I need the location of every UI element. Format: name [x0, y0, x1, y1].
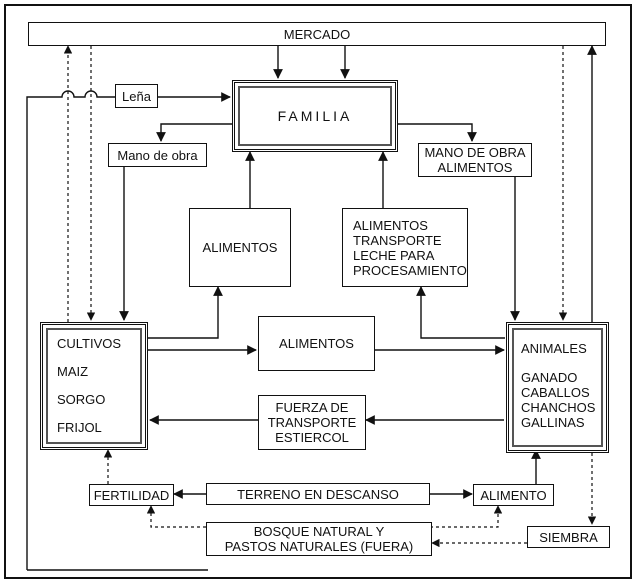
mano-obra-right-box: MANO DE OBRA ALIMENTOS [418, 143, 532, 177]
alimentos-mid-box: ALIMENTOS [258, 316, 375, 371]
bosque-to-alimento-dotted-arrow [430, 505, 503, 528]
animales-to-alimentos-transporte-arrow [416, 286, 505, 339]
bosque-box: BOSQUE NATURAL Y PASTOS NATURALES (FUERA… [206, 522, 432, 556]
terreno-box: TERRENO EN DESCANSO [206, 483, 430, 505]
bosque-to-fertilidad-dotted-arrow [146, 505, 206, 528]
fuerza-box: FUERZA DE TRANSPORTE ESTIERCOL [258, 395, 366, 450]
mano-obra-right-line-2: ALIMENTOS [437, 160, 513, 175]
terreno-label: TERRENO EN DESCANSO [237, 486, 399, 502]
alimentos-transporte-line-4: PROCESAMIENTO [353, 262, 467, 278]
fuerza-line-3: ESTIERCOL [275, 430, 349, 445]
animales-line-4: CHANCHOS [521, 400, 596, 415]
cultivos-line-3: SORGO [57, 392, 106, 407]
animales-line-5: GALLINAS [521, 415, 585, 430]
fuerza-line-1: FUERZA DE [275, 400, 349, 415]
animales-line-1: ANIMALES [521, 341, 587, 356]
alimento-box: ALIMENTO [473, 484, 554, 506]
mano-obra-left-label: Mano de obra [117, 147, 198, 163]
siembra-box: SIEMBRA [527, 526, 610, 548]
mano-obra-right-line-1: MANO DE OBRA [424, 145, 526, 160]
familia-box: FAMILIA [232, 80, 398, 152]
fuerza-line-2: TRANSPORTE [267, 415, 357, 430]
cultivos-line-2: MAIZ [57, 364, 89, 379]
bosque-line-2: PASTOS NATURALES (FUERA) [224, 539, 414, 554]
fertilidad-box: FERTILIDAD [89, 484, 174, 506]
familia-to-mano-obra-right-arrow [398, 123, 477, 142]
alimentos-left-label: ALIMENTOS [202, 240, 278, 255]
cultivos-line-4: FRIJOL [57, 420, 102, 435]
alimentos-transporte-line-2: TRANSPORTE [353, 232, 442, 248]
lena-label: Leña [122, 88, 151, 104]
animales-box: ANIMALES GANADO CABALLOS CHANCHOS GALLIN… [506, 322, 609, 453]
familia-label: FAMILIA [277, 108, 353, 124]
bosque-line-1: BOSQUE NATURAL Y [253, 524, 385, 539]
fertilidad-label: FERTILIDAD [93, 487, 170, 503]
alimentos-mid-label: ALIMENTOS [279, 336, 354, 351]
animales-line-3: CABALLOS [521, 385, 590, 400]
alimentos-left-box: ALIMENTOS [189, 208, 291, 287]
mercado-box: MERCADO [28, 22, 606, 46]
mercado-label: MERCADO [283, 26, 351, 42]
mano-obra-left-box: Mano de obra [108, 143, 207, 167]
cultivos-line-1: CULTIVOS [57, 336, 122, 351]
alimentos-transporte-line-3: LECHE PARA [353, 247, 435, 263]
lena-box: Leña [115, 84, 158, 108]
alimentos-transporte-line-1: ALIMENTOS [353, 217, 428, 233]
cultivos-box: CULTIVOS MAIZ SORGO FRIJOL [40, 322, 148, 450]
siembra-label: SIEMBRA [539, 529, 598, 545]
cultivos-to-alimentos-arrow [148, 286, 223, 339]
alimento-label: ALIMENTO [480, 487, 547, 503]
alimentos-transporte-box: ALIMENTOS TRANSPORTE LECHE PARA PROCESAM… [342, 208, 468, 287]
familia-to-mano-obra-left-arrow [156, 123, 232, 142]
lena-source-line [26, 90, 115, 570]
outer-frame [4, 4, 632, 579]
animales-line-2: GANADO [521, 370, 578, 385]
